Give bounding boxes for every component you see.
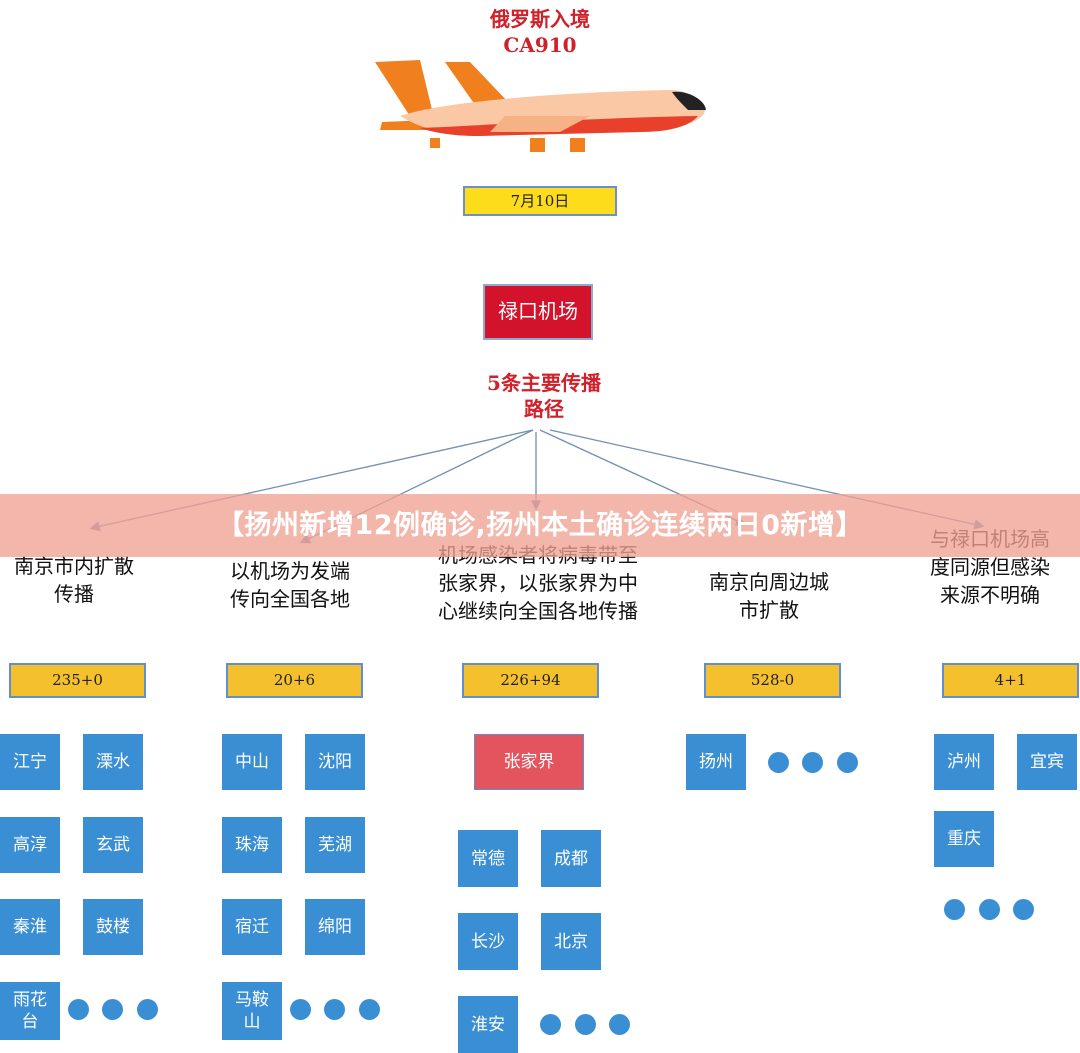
city-qinhuai: 秦淮 (0, 899, 60, 955)
city-wuhu: 芜湖 (305, 817, 365, 873)
more-dot (575, 1014, 596, 1035)
airport-box: 禄口机场 (483, 284, 593, 340)
more-dot (324, 999, 345, 1020)
title-text: 俄罗斯入境 (490, 7, 590, 31)
route-label-2: 以机场为发端传向全国各地 (230, 559, 350, 611)
city-maanshan: 马鞍山 (222, 982, 282, 1040)
city-gaochun: 高淳 (0, 817, 60, 873)
city-changsha: 长沙 (458, 913, 518, 970)
city-jiangning: 江宁 (0, 734, 60, 790)
date-box: 7月10日 (463, 186, 617, 216)
city-yangzhou: 扬州 (686, 734, 746, 790)
more-dot (979, 899, 1000, 920)
airplane-icon (375, 60, 706, 152)
flight-number: CA910 (503, 33, 577, 57)
route-label-1: 南京市内扩散传播 (14, 554, 134, 606)
more-dot (802, 752, 823, 773)
city-huaian: 淮安 (458, 996, 518, 1053)
city-shenyang: 沈阳 (305, 734, 365, 790)
route-label-4: 南京向周边城市扩散 (709, 570, 829, 622)
hub-zhangjiajie: 张家界 (474, 734, 584, 790)
city-changde: 常德 (458, 830, 518, 887)
city-yibin: 宜宾 (1017, 734, 1077, 790)
city-chengdu: 成都 (541, 830, 601, 887)
more-dot (137, 999, 158, 1020)
title: 俄罗斯入境 CA910 (440, 6, 640, 58)
more-dot (609, 1014, 630, 1035)
city-xuanwu: 玄武 (83, 817, 143, 873)
city-mianyang: 绵阳 (305, 899, 365, 955)
city-lishui: 溧水 (83, 734, 143, 790)
city-beijing: 北京 (541, 913, 601, 970)
city-zhongshan: 中山 (222, 734, 282, 790)
city-zhuhai: 珠海 (222, 817, 282, 873)
more-dot (1013, 899, 1034, 920)
count-box-1: 235+0 (9, 663, 146, 698)
count-box-3: 226+94 (462, 663, 599, 698)
city-suqian: 宿迁 (222, 899, 282, 955)
headline-banner: 【扬州新增12例确诊,扬州本土确诊连续两日0新增】 (0, 494, 1080, 557)
city-luzhou: 泸州 (934, 734, 994, 790)
count-box-2: 20+6 (226, 663, 363, 698)
more-dot (944, 899, 965, 920)
city-chongqing: 重庆 (934, 811, 994, 867)
more-dot (768, 752, 789, 773)
more-dot (68, 999, 89, 1020)
more-dot (102, 999, 123, 1020)
more-dot (837, 752, 858, 773)
more-dot (540, 1014, 561, 1035)
more-dot (359, 999, 380, 1020)
more-dot (290, 999, 311, 1020)
count-box-4: 528-0 (704, 663, 841, 698)
count-box-5: 4+1 (942, 663, 1079, 698)
city-gulou: 鼓楼 (83, 899, 143, 955)
city-yuhuatai: 雨花台 (0, 982, 60, 1040)
paths-heading: 5条主要传播路径 (487, 371, 601, 421)
